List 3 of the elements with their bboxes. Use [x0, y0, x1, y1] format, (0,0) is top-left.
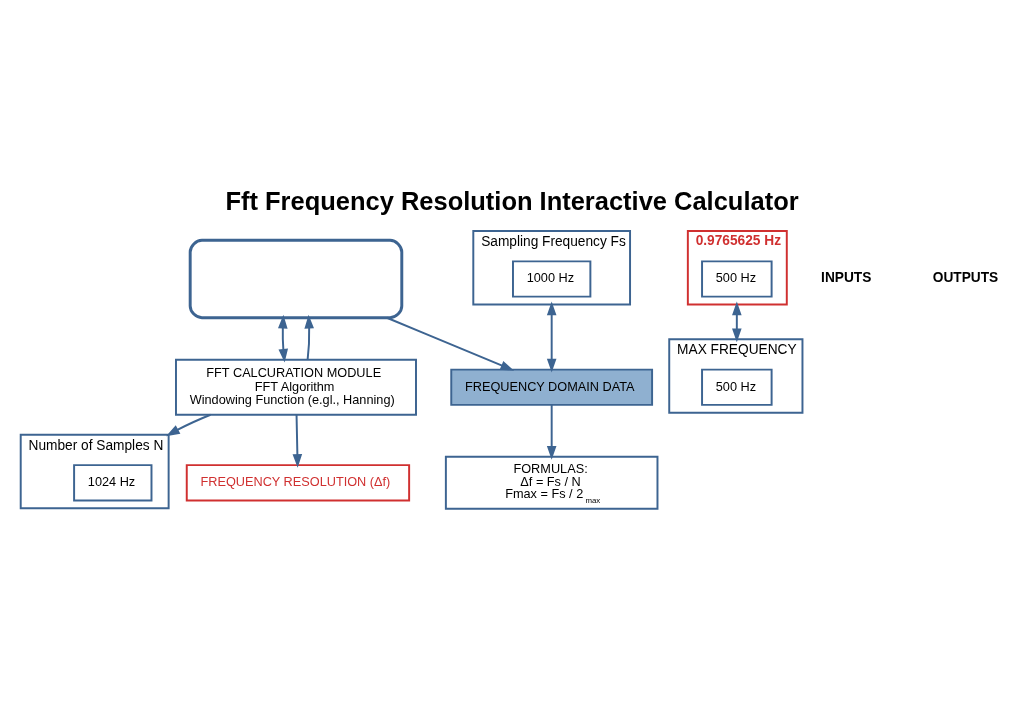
diagram-title: Fft Frequency Resolution Interactive Calculator — [225, 186, 799, 215]
label: INPUTS — [821, 269, 872, 285]
label: OUTPUTS — [932, 269, 999, 285]
